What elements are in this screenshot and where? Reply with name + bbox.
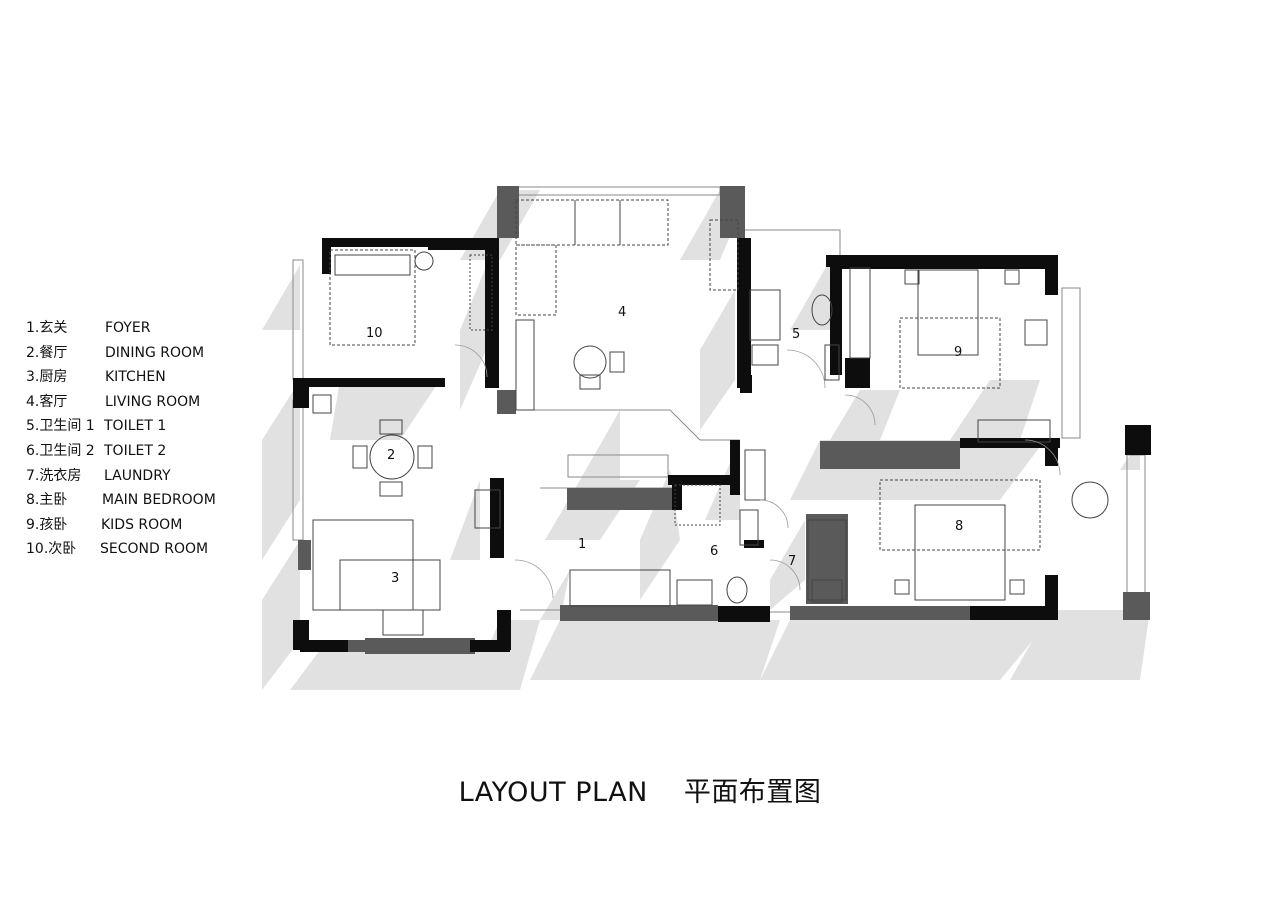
legend-chinese: 9.孩卧 (26, 516, 68, 533)
legend-english: MAIN BEDROOM (102, 492, 216, 509)
legend-english: KIDS ROOM (101, 516, 183, 533)
legend-english: LAUNDRY (104, 467, 171, 484)
room-label-7: 7 (788, 554, 796, 569)
legend-chinese: 7.洗衣房 (26, 467, 82, 484)
legend-chinese: 2.餐厅 (26, 344, 68, 361)
legend-chinese: 10.次卧 (26, 541, 77, 558)
legend-chinese: 8.主卧 (26, 492, 68, 509)
room-label-10: 10 (366, 326, 383, 341)
legend-english: TOILET 1 (104, 418, 167, 435)
room-label-6: 6 (710, 544, 718, 559)
room-label-5: 5 (792, 327, 800, 342)
room-label-3: 3 (391, 571, 399, 586)
legend-chinese: 4.客厅 (26, 393, 68, 410)
wall-shadows (262, 190, 1150, 690)
doors (454, 344, 1061, 599)
room-label-9: 9 (954, 345, 962, 360)
furniture (312, 199, 1109, 636)
legend-chinese: 3.厨房 (26, 369, 68, 386)
plan-title: LAYOUT PLAN 平面布置图 (0, 770, 1280, 809)
room-label-2: 2 (387, 448, 395, 463)
room-label-8: 8 (955, 519, 963, 534)
legend-chinese: 5.卫生间 1 (26, 418, 95, 435)
legend-chinese: 1.玄关 (26, 320, 68, 336)
structural-columns (298, 186, 1150, 654)
legend-english: KITCHEN (105, 369, 166, 386)
legend-english: DINING ROOM (105, 344, 205, 361)
room-label-4: 4 (618, 305, 626, 320)
legend-english: TOILET 2 (104, 442, 167, 459)
room-labels: 1 2 3 4 5 6 7 8 9 10 (366, 305, 963, 586)
plan-title-chinese: 平面布置图 (683, 777, 822, 808)
legend-english: LIVING ROOM (105, 393, 201, 410)
walls (293, 238, 1151, 652)
legend-english: FOYER (105, 320, 151, 336)
legend-english: SECOND ROOM (100, 541, 209, 558)
room-label-1: 1 (578, 537, 586, 552)
legend-chinese: 6.卫生间 2 (26, 442, 95, 459)
plan-title-english: LAYOUT PLAN (458, 777, 648, 808)
